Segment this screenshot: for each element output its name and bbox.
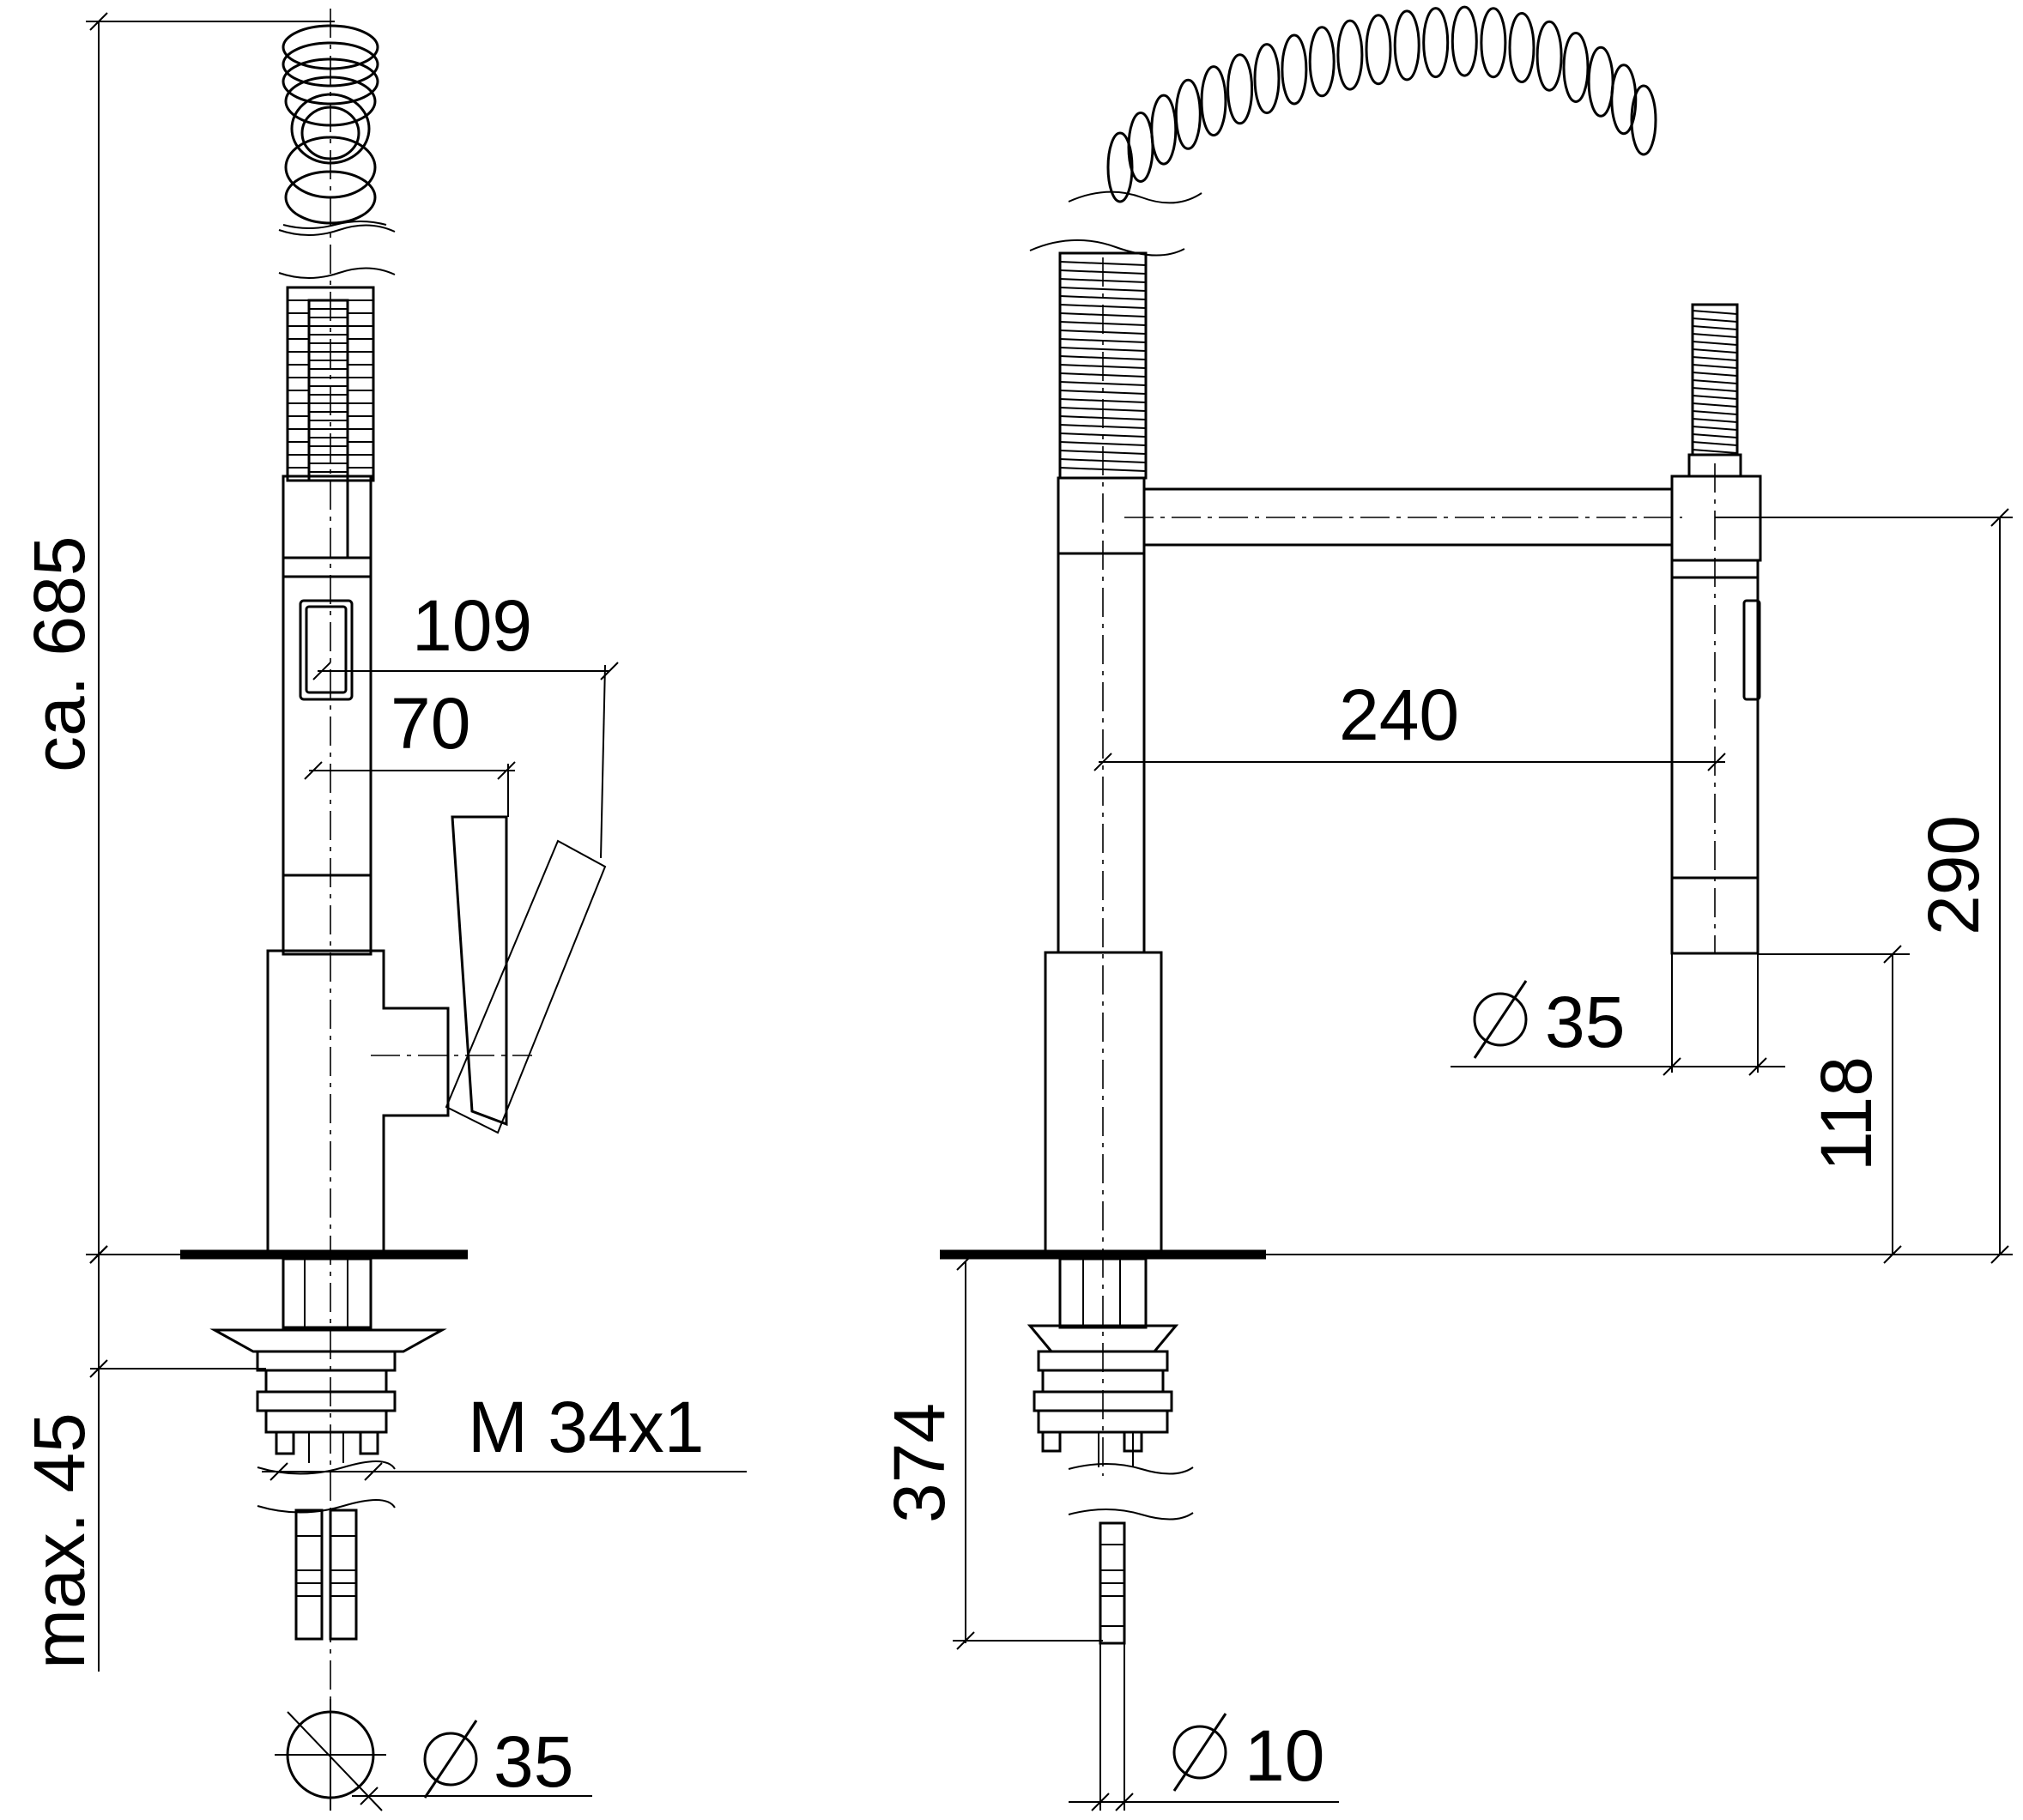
side-view-body [266,949,450,1253]
spray-hose-wrap [1692,441,1738,446]
coil-loop [1253,43,1281,115]
spray-hose-wrap [1692,348,1738,354]
coil-loop [1174,78,1202,150]
spray-hose-wrap [1692,433,1738,438]
dimension-total-height: ca. 685 [19,535,100,772]
spray-hose-wrap [1692,426,1738,431]
hose-wrap [1059,287,1147,292]
coil-loop [1451,5,1478,77]
side-view-spray-body [282,575,372,956]
spray-hose-wrap [1692,325,1738,330]
spray-hose-wrap [1692,356,1738,361]
dimension-spout-height: 290 [1913,815,1994,935]
side-view-dimensions: ca. 685 109 70 max. 45 M 34x1 35 [19,12,747,1805]
front-view [940,5,1762,1645]
coil-loop [1587,45,1614,118]
dimension-spray-clearance: 118 [1806,1056,1887,1171]
side-view [180,9,607,1811]
spray-hose-wrap [1692,395,1738,400]
front-view-spout-collar [1057,476,1146,555]
spray-hose-wrap [1692,449,1738,454]
spray-hose-wrap [1692,387,1738,392]
front-view-coil [1106,5,1657,203]
dimension-lever-offset: 70 [391,683,470,764]
side-view-spray-collar [282,475,372,559]
side-view-coil [282,24,387,229]
spray-hose-wrap [1692,333,1738,338]
dimension-hole-diameter: 35 [494,1721,573,1802]
spray-hose-wrap [1692,317,1738,323]
spray-hose-wrap [1692,410,1738,415]
coil-loop [1508,12,1535,83]
diameter-icon [423,1720,478,1799]
dimension-max-countertop: max. 45 [19,1412,100,1669]
spray-hose-wrap [1692,341,1738,346]
coil-loop [1336,19,1364,91]
front-view-column [1057,552,1146,954]
spray-hose-wrap [1692,379,1738,384]
dimension-projection-front: 109 [412,585,532,666]
coil-loop [1393,9,1420,82]
dimension-hose-length: 374 [879,1403,960,1523]
coil-loop [1227,53,1254,125]
front-view-dimensions: 240 290 118 35 374 [879,508,2013,1811]
coil-loop [1281,33,1308,106]
spray-hose-wrap [1692,402,1738,408]
side-view-lever [451,815,508,1127]
side-view-spray-button [299,599,354,701]
spray-hose-wrap [1692,310,1738,315]
coil-loop [1150,94,1178,166]
diameter-icon [1473,980,1528,1059]
coil-loop [1480,7,1507,79]
coil-loop [1127,112,1154,183]
coil-loop [1610,63,1638,136]
dimension-spout-reach: 240 [1339,674,1459,755]
diameter-icon [1172,1713,1227,1792]
coil-loop [1422,7,1450,79]
coil-loop [1365,14,1392,86]
dimension-thread: M 34x1 [468,1387,704,1467]
side-view-mounting-plate [209,1328,447,1353]
hose-wrap [1059,441,1147,446]
front-view-spray-button [1742,599,1761,701]
coil-loop [1200,65,1227,137]
spray-hose-wrap [1692,364,1738,369]
coil-loop [1562,32,1590,103]
coil-loop [1630,84,1657,156]
dimension-connection-diameter: 10 [1245,1715,1324,1796]
spray-hose-wrap [1692,372,1738,377]
hose-wrap [1059,381,1147,386]
spray-hose-wrap [1692,418,1738,423]
front-view-spray-hose [1691,303,1739,457]
hose-wrap [1059,347,1147,352]
coil-loop [1308,26,1336,98]
dimension-spray-diameter: 35 [1545,982,1625,1062]
coil-loop [1535,20,1563,92]
